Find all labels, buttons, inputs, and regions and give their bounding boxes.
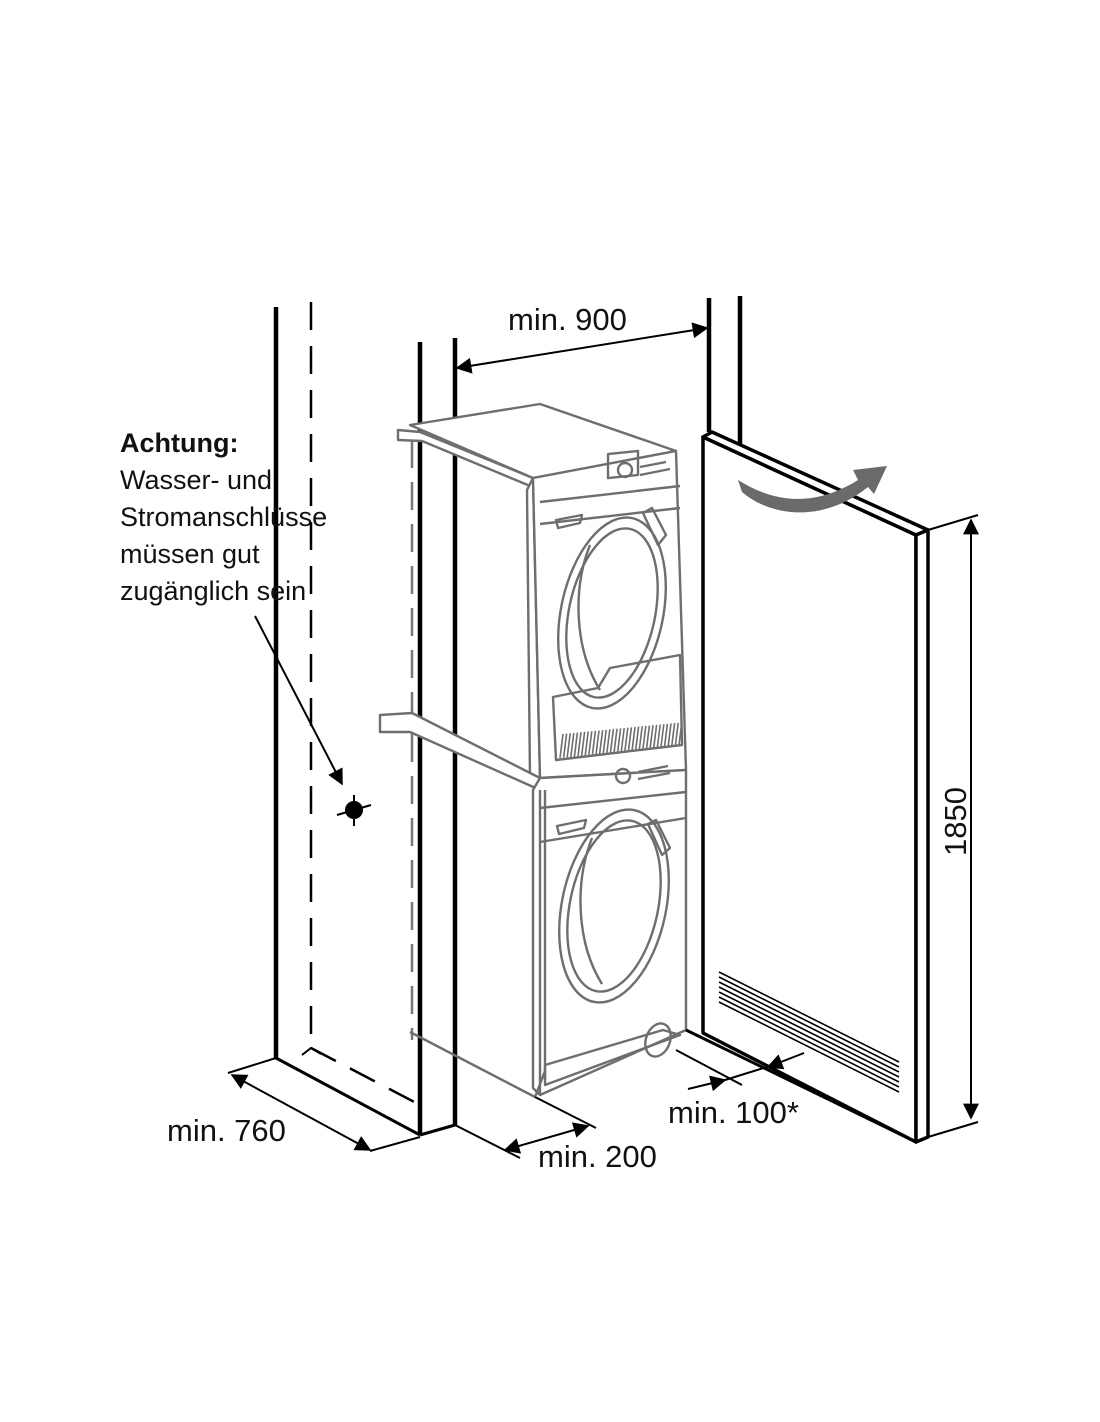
vent-slat <box>631 726 636 752</box>
vent-slat <box>570 732 575 758</box>
door-swing-arrow-icon <box>738 466 887 513</box>
vent-slat <box>663 723 669 748</box>
vent-slat <box>595 730 600 755</box>
note-title: Achtung: <box>120 428 238 458</box>
vent-slat <box>616 728 622 753</box>
washer-appliance <box>409 764 688 1099</box>
vent-slat <box>591 730 597 755</box>
vent-slat <box>718 986 900 1078</box>
vent-slat <box>588 731 593 756</box>
note-line: müssen gut <box>120 539 260 569</box>
vent-slat <box>649 725 654 750</box>
vent-slat <box>645 725 651 750</box>
warning-note: Achtung: Wasser- und Stromanschlüsse müs… <box>120 428 327 606</box>
vent-slat <box>634 726 640 751</box>
note-line: Wasser- und <box>120 465 272 495</box>
vent-slat <box>580 731 586 756</box>
vent-slat <box>718 976 900 1068</box>
vent-slat <box>718 996 900 1088</box>
vent-slat <box>573 732 579 757</box>
dimension-clearance-label: min. 200 <box>538 1139 657 1174</box>
vent-slat <box>598 730 604 755</box>
vent-slat <box>718 1001 900 1093</box>
dimension-door-gap-label: min. 100* <box>668 1095 799 1130</box>
vent-slat <box>602 729 607 754</box>
furniture-door-panel <box>701 430 930 1144</box>
vent-slat <box>718 971 900 1063</box>
vent-slat <box>678 722 683 747</box>
dryer-appliance <box>378 402 688 792</box>
dryer-vent-grille <box>559 722 683 759</box>
vent-slat <box>656 724 661 749</box>
vent-slat <box>566 733 571 758</box>
vent-slat <box>674 722 679 747</box>
vent-slat <box>609 729 615 754</box>
vent-slat <box>660 724 665 749</box>
vent-slat <box>670 723 676 748</box>
vent-slat <box>559 733 564 759</box>
vent-slat <box>638 726 643 751</box>
note-line: zugänglich sein <box>120 576 306 606</box>
right-wall <box>706 296 743 445</box>
door-vent-grille <box>718 971 900 1093</box>
vent-slat <box>577 732 582 757</box>
vent-slat <box>652 724 658 749</box>
vent-slat <box>624 727 629 752</box>
vent-slat <box>562 733 568 758</box>
note-line: Stromanschlüsse <box>120 502 327 532</box>
vent-slat <box>584 731 589 756</box>
vent-slat <box>620 727 625 753</box>
vent-slat <box>718 991 900 1083</box>
connection-point-icon <box>336 795 372 826</box>
dimension-depth-label: min. 760 <box>167 1113 286 1148</box>
vent-slat <box>718 981 900 1073</box>
dimension-width-label: min. 900 <box>508 302 627 337</box>
vent-slat <box>606 729 611 754</box>
vent-slat <box>667 723 672 748</box>
vent-slat <box>613 728 618 753</box>
vent-slat <box>642 725 647 751</box>
vent-slat <box>627 727 633 752</box>
dimension-height-label: 1850 <box>938 787 973 856</box>
